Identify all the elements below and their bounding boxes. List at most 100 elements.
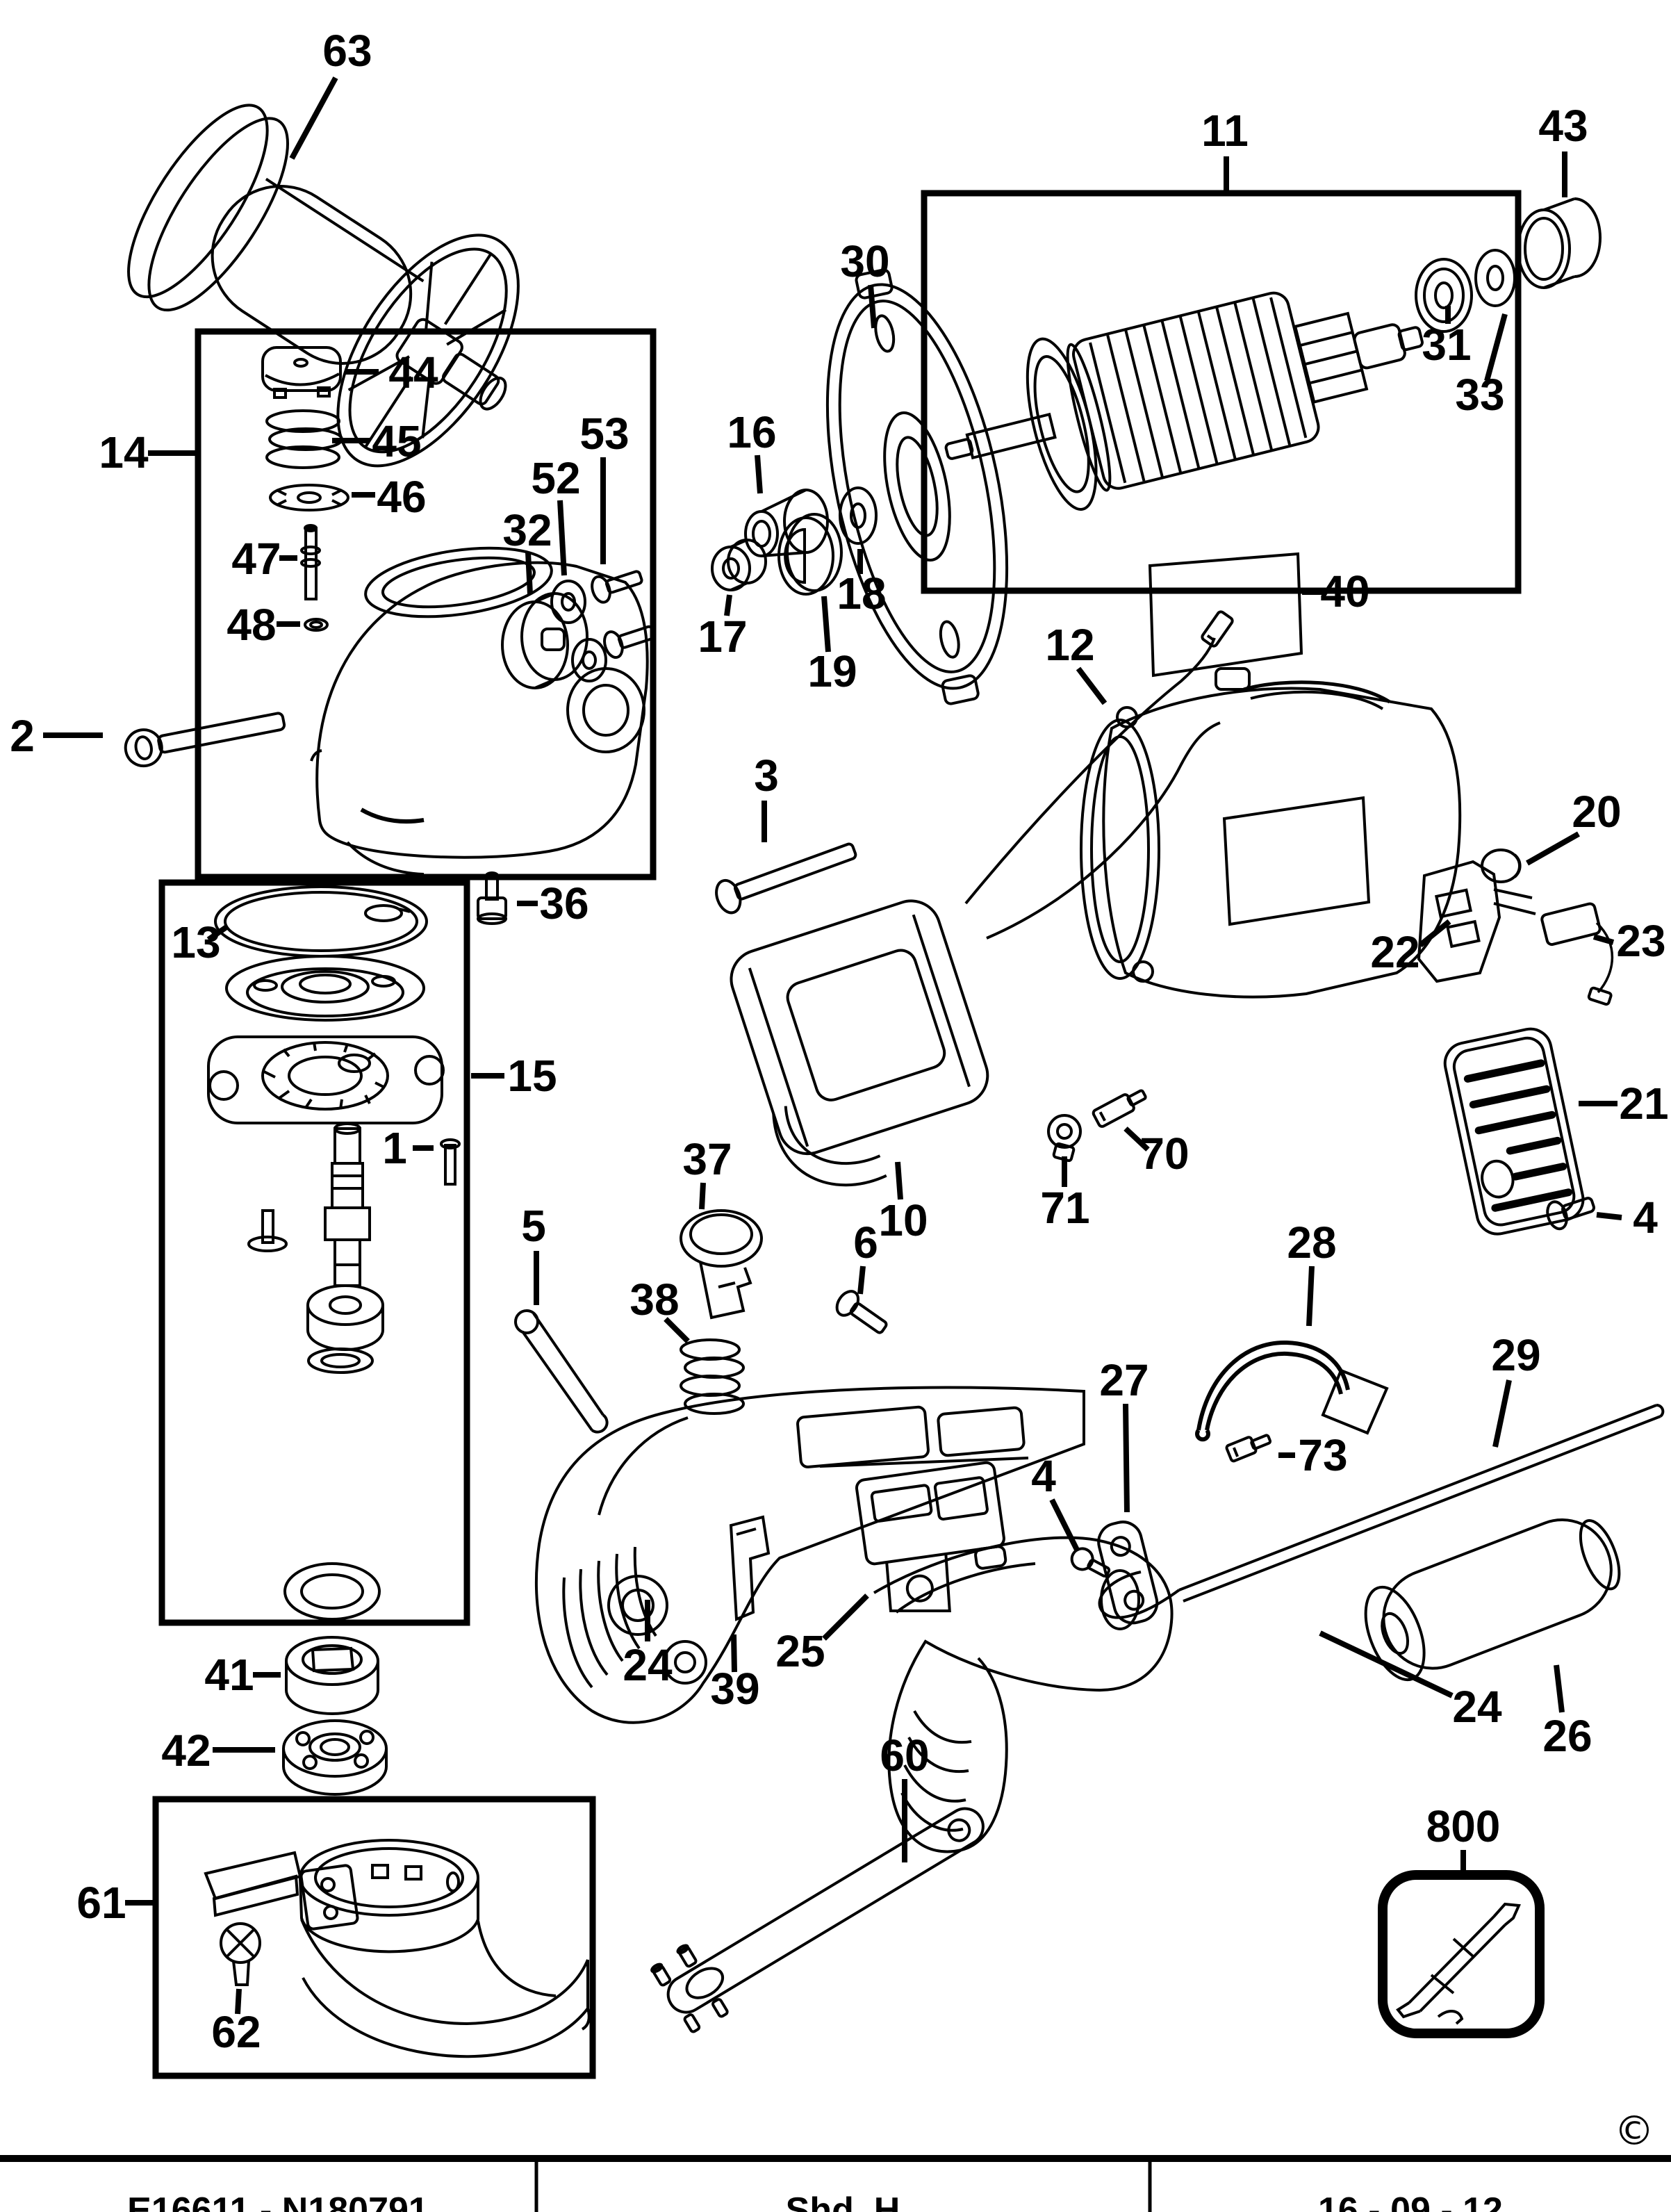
leader-19 [821,596,831,653]
part-guard-screw [220,1922,261,1986]
callout-70: 70 [1139,1129,1189,1179]
callout-29: 29 [1491,1330,1540,1380]
callout-19: 19 [807,646,857,696]
leader-13 [206,924,229,942]
part-bearing-plate [825,268,1009,705]
part-brush-holder [1417,860,1536,983]
callout-42: 42 [161,1726,211,1776]
leader-20 [1526,831,1580,866]
callout-40: 40 [1320,566,1369,616]
part-washer-33 [1474,249,1516,307]
part-detent-pin [300,524,321,600]
part-pin-wrench [650,1807,985,2033]
part-screw-36 [477,871,507,925]
gearcase-group-box [195,328,657,880]
leader-10 [895,1161,903,1200]
part-screw-2 [124,712,286,768]
part-clamp-washer [777,513,843,596]
part-spindle-plate [207,1035,445,1124]
callout-13: 13 [171,917,220,967]
leader-28 [1306,1265,1315,1327]
part-ring-43 [1517,197,1602,289]
leader-37 [699,1182,706,1210]
leader-12 [1076,666,1108,705]
part-spindle [324,1122,371,1287]
copyright-mark: © [1614,2107,1654,2154]
field-lead-terminal-1 [1201,610,1234,648]
part-side-handle [127,104,520,468]
field-lead-wire-2 [986,721,1221,940]
callout-1: 1 [382,1123,407,1173]
callout-20: 20 [1572,787,1621,837]
callout-36: 36 [539,878,588,928]
guard-group-box [152,1796,596,2079]
callout-2: 2 [10,711,35,761]
leader-38 [664,1317,690,1343]
footer-model: Shd. H [786,2190,900,2212]
leader-16 [755,454,763,494]
callout-43: 43 [1538,101,1588,151]
callout-37: 37 [682,1134,732,1184]
callout-4-right: 4 [1633,1193,1658,1243]
part-end-cover-grille [1443,1027,1585,1236]
callout-31: 31 [1422,320,1471,370]
part-nameplate-label [1148,552,1303,678]
part-fan-baffle [225,955,425,1022]
part-carbon-brush [1540,902,1614,1006]
part-dust-cap [261,346,342,399]
part-screw-6 [835,1290,888,1334]
part-lock-button [680,1209,763,1320]
part-cover-disc [214,885,428,958]
part-field-coil [730,899,989,1187]
leader-4-right [1596,1212,1622,1220]
armature-group-box [921,190,1522,594]
part-ring-terminal [1047,1114,1082,1163]
part-spade-terminal [1092,1089,1147,1128]
callout-3: 3 [754,751,779,801]
part-spring-38 [680,1338,745,1415]
part-ball-bearing [1415,258,1473,333]
field-lead-wire-1 [964,637,1216,905]
service-kit-contents [1396,1902,1521,2025]
callout-12: 12 [1045,620,1094,670]
callout-41: 41 [204,1650,254,1700]
leader-62 [235,1988,242,2015]
callout-33: 33 [1455,370,1504,420]
callout-47: 47 [231,534,281,584]
callout-16: 16 [727,407,776,457]
part-screws-53 [591,570,656,659]
callout-23: 23 [1616,916,1665,966]
leader-52 [557,500,567,576]
leader-32 [525,552,533,595]
leader-23 [1592,934,1615,945]
callout-28: 28 [1287,1218,1336,1268]
part-nut [711,539,767,591]
part-washers-52 [550,580,607,682]
spindle-group-box [158,879,470,1626]
part-spring-45 [265,409,343,469]
callout-60: 60 [880,1730,929,1780]
callout-800: 800 [1426,1801,1501,1851]
callout-14: 14 [99,427,149,477]
leader-26 [1554,1664,1565,1713]
part-brush-cap [1481,849,1522,883]
callout-24-left: 24 [623,1640,673,1690]
part-lock-lever [729,1515,771,1621]
callout-27: 27 [1099,1355,1149,1405]
leader-30 [868,284,877,329]
part-washer-18 [839,486,878,545]
part-wheel-guard [204,1839,591,2058]
leader-4-left [1049,1498,1080,1551]
callout-6: 6 [853,1218,878,1268]
callout-30: 30 [840,236,889,286]
callout-5: 5 [521,1201,546,1251]
leader-27 [1123,1403,1130,1513]
part-switch [855,1461,1007,1613]
leader-63 [289,76,338,160]
callout-11: 11 [1201,106,1249,156]
callout-25: 25 [775,1626,825,1676]
part-pin-5 [514,1309,609,1434]
part-cable-clip [1225,1434,1272,1463]
callout-15: 15 [507,1051,557,1101]
